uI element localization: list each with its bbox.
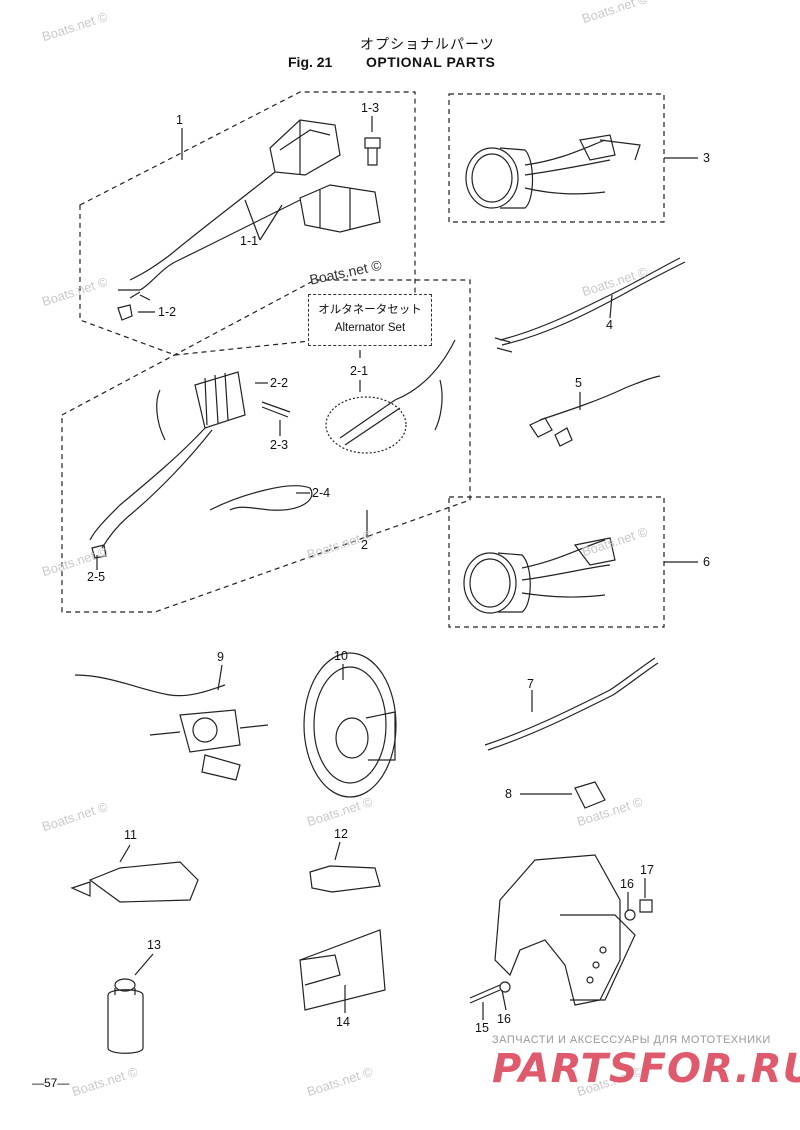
callout-4: 4 — [606, 318, 613, 332]
callout-2-2: 2-2 — [270, 376, 289, 390]
bracket — [494, 854, 621, 1006]
group-1-outline — [79, 91, 416, 356]
callout-9: 9 — [217, 650, 224, 664]
bottle-13 — [107, 989, 144, 1054]
coil-upper — [269, 119, 341, 176]
callout-6: 6 — [703, 555, 710, 569]
bolt-1-3 — [364, 137, 381, 166]
callout-11: 11 — [124, 828, 137, 842]
gauge-3-face — [465, 147, 519, 209]
callout-7: 7 — [527, 677, 534, 691]
group-2-outline — [61, 279, 471, 613]
spacer-8 — [574, 781, 606, 809]
alternator-set-box: オルタネータセット Alternator Set — [308, 294, 432, 346]
figure-title: OPTIONAL PARTS — [366, 54, 496, 70]
callout-2-3: 2-3 — [270, 438, 289, 452]
figure-number: Fig. 21 — [288, 54, 333, 70]
coil-harness — [129, 171, 276, 281]
flywheel-10 — [303, 652, 397, 798]
callout-14: 14 — [336, 1015, 350, 1029]
cap-2-5 — [91, 544, 107, 559]
callout-13: 13 — [147, 938, 161, 952]
callout-2-1: 2-1 — [350, 364, 369, 378]
cap-1-2 — [117, 304, 133, 321]
page-number: —57— — [32, 1076, 70, 1090]
callout-10: 10 — [334, 649, 348, 663]
callout-17: 17 — [640, 863, 654, 877]
callout-3: 3 — [703, 151, 710, 165]
callout-16-lower: 16 — [497, 1012, 511, 1026]
harness-5 — [539, 375, 661, 421]
packet-14 — [299, 929, 386, 1011]
callout-1-3: 1-3 — [361, 101, 380, 115]
regulator-2-2 — [194, 371, 246, 429]
alternator-set-label-en: Alternator Set — [334, 322, 406, 334]
callout-8: 8 — [505, 787, 512, 801]
gauge-6-face — [463, 552, 517, 614]
callout-12: 12 — [334, 827, 348, 841]
tube-12 — [309, 865, 381, 893]
harness-4 — [499, 257, 681, 341]
bolt-2-3 — [261, 401, 291, 418]
callout-1: 1 — [176, 113, 183, 127]
callout-2-4: 2-4 — [312, 486, 331, 500]
coil-lower — [299, 184, 381, 233]
harness-2-4 — [209, 485, 313, 511]
alternator-set-label-jp: オルタネータセット — [318, 304, 422, 316]
grease-tube-11 — [88, 861, 199, 903]
callout-5: 5 — [575, 376, 582, 390]
harness-7 — [484, 657, 656, 746]
stator-2-1 — [339, 399, 401, 446]
title-japanese: オプショナルパーツ — [360, 36, 495, 52]
callout-15: 15 — [475, 1021, 489, 1035]
fuel-connector-9 — [179, 709, 241, 753]
callout-2: 2 — [361, 538, 368, 552]
footer-tagline: ЗАПЧАСТИ И АКСЕССУАРЫ ДЛЯ МОТОТЕХНИКИ — [492, 1034, 771, 1046]
callout-2-5: 2-5 — [87, 570, 106, 584]
footer-logo[interactable]: PARTSFOR.RU — [492, 1046, 800, 1092]
callout-1-2: 1-2 — [158, 305, 177, 319]
callout-1-1: 1-1 — [240, 234, 259, 248]
callout-16-upper: 16 — [620, 877, 634, 891]
